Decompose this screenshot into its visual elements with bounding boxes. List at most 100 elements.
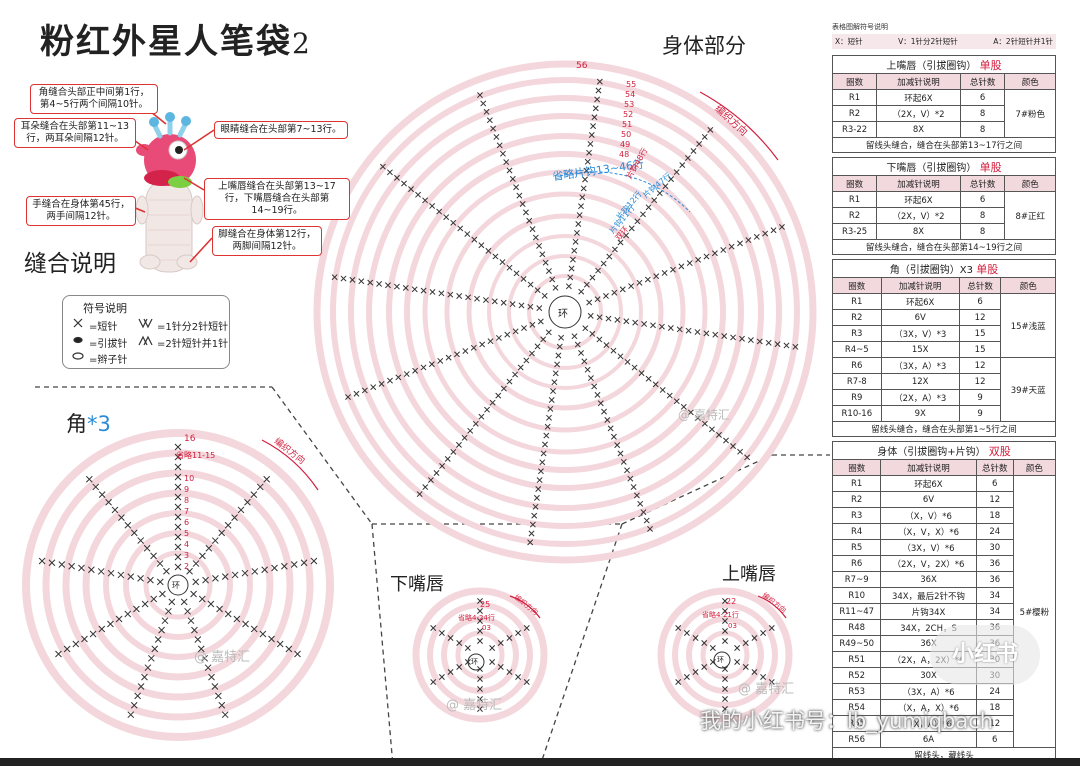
body-row-label: 54 <box>625 90 636 99</box>
stitch-mark <box>490 125 497 132</box>
stitch-mark <box>331 274 338 281</box>
stitch-mark <box>438 630 445 636</box>
stitch-mark <box>89 630 97 638</box>
table-cell: 34X，最后2针不钩 <box>880 587 977 604</box>
stitch-mark <box>98 491 106 498</box>
body-row-label: 48 <box>619 150 630 159</box>
stitch-mark <box>679 162 686 169</box>
stitch-mark <box>477 628 483 634</box>
table-cell: （X，V）*6 <box>880 507 977 524</box>
stitch-mark <box>747 337 754 344</box>
stitch-mark <box>174 503 182 511</box>
stitch-mark <box>695 256 702 263</box>
stitch-mark <box>589 274 596 281</box>
stitch-mark <box>722 628 728 634</box>
stitch-mark <box>595 87 602 94</box>
stitch-mark <box>723 437 729 444</box>
stitch-mark <box>623 318 630 325</box>
stitch-mark <box>340 275 347 282</box>
table-cell: 6 <box>958 293 1002 310</box>
stitch-mark <box>174 473 182 481</box>
stitch-mark <box>401 180 407 187</box>
stitch-mark <box>506 669 513 675</box>
stitch-mark <box>487 338 494 345</box>
stitch-mark <box>520 275 527 282</box>
stitch-mark <box>721 333 728 340</box>
stitch-mark <box>456 664 463 670</box>
stitch-mark <box>127 711 135 719</box>
stitch-mark <box>192 578 200 586</box>
stitch-mark <box>661 269 668 276</box>
table-cell: 6 <box>959 191 1006 208</box>
stitch-mark <box>760 674 767 680</box>
stitch-mark <box>545 329 552 336</box>
table-title: 角（引拔圈钩）X3 单股 <box>832 259 1056 278</box>
table-header-cell: 圈数 <box>831 73 878 90</box>
stitch-mark <box>477 638 483 644</box>
stitch-mark <box>250 491 258 498</box>
horn-row-label: 2 <box>184 562 190 571</box>
stitch-mark <box>591 114 598 121</box>
table-cell: R4~5 <box>832 341 882 358</box>
stitch-mark <box>549 276 556 283</box>
stitch-mark <box>221 711 229 719</box>
stitch-mark <box>730 334 737 341</box>
stitch-mark <box>221 573 229 581</box>
stitch-mark <box>696 141 703 147</box>
stitch-mark <box>471 236 478 243</box>
stitch-mark <box>349 276 356 283</box>
stitch-mark <box>55 650 62 658</box>
stitch-mark <box>456 441 462 448</box>
stitch-mark <box>650 322 656 329</box>
stitch-mark <box>722 706 728 712</box>
stitch-mark <box>683 630 690 636</box>
stitch-mark <box>237 506 245 514</box>
stitch-mark <box>429 289 436 295</box>
table-cell: R53 <box>831 683 882 700</box>
stitch-mark <box>544 423 551 430</box>
stitch-mark <box>256 483 264 491</box>
watermark-horn: @ 嘉特汇 <box>194 650 251 665</box>
stitch-mark <box>174 533 182 541</box>
table-cell: 12X <box>880 373 960 390</box>
stitch-mark <box>207 600 215 608</box>
table-cell: （2X，A）*3 <box>880 389 960 406</box>
stitch-mark <box>385 282 391 289</box>
table-cell: R6 <box>831 555 882 572</box>
stitch-mark <box>686 260 693 267</box>
stitch-mark <box>737 448 744 455</box>
stitch-mark <box>224 610 232 618</box>
horn-center: 环 <box>172 581 180 590</box>
stitch-mark <box>742 640 749 646</box>
stitch-mark <box>197 645 205 653</box>
table-note: 留线头缝合，缝合在头部第14~19行之间 <box>832 239 1056 255</box>
table-cell: 8 <box>959 105 1006 122</box>
stitch-mark <box>707 126 714 133</box>
stitch-mark <box>670 266 676 273</box>
stitch-mark <box>68 562 75 570</box>
stitch-mark <box>509 301 516 308</box>
horn-row-label: 6 <box>184 518 190 527</box>
stitch-mark <box>465 294 472 301</box>
stitch-mark <box>462 348 469 355</box>
stitch-mark <box>716 431 722 438</box>
stitch-mark <box>712 331 719 338</box>
stitch-mark <box>443 214 450 221</box>
stitch-mark <box>105 498 112 506</box>
stitch-mark <box>201 654 209 662</box>
table-cell: R1 <box>832 293 882 310</box>
stitch-mark <box>97 568 105 575</box>
stitch-mark <box>645 204 652 211</box>
stitch-mark <box>744 454 751 461</box>
stitch-mark <box>484 406 490 413</box>
stitch-mark <box>376 280 383 287</box>
stitch-mark <box>552 370 559 377</box>
stitch-mark <box>596 314 603 321</box>
table-cell: 24 <box>975 683 1014 700</box>
stitch-mark <box>523 679 530 685</box>
stitch-mark <box>250 625 258 633</box>
stitch-mark <box>58 561 66 568</box>
